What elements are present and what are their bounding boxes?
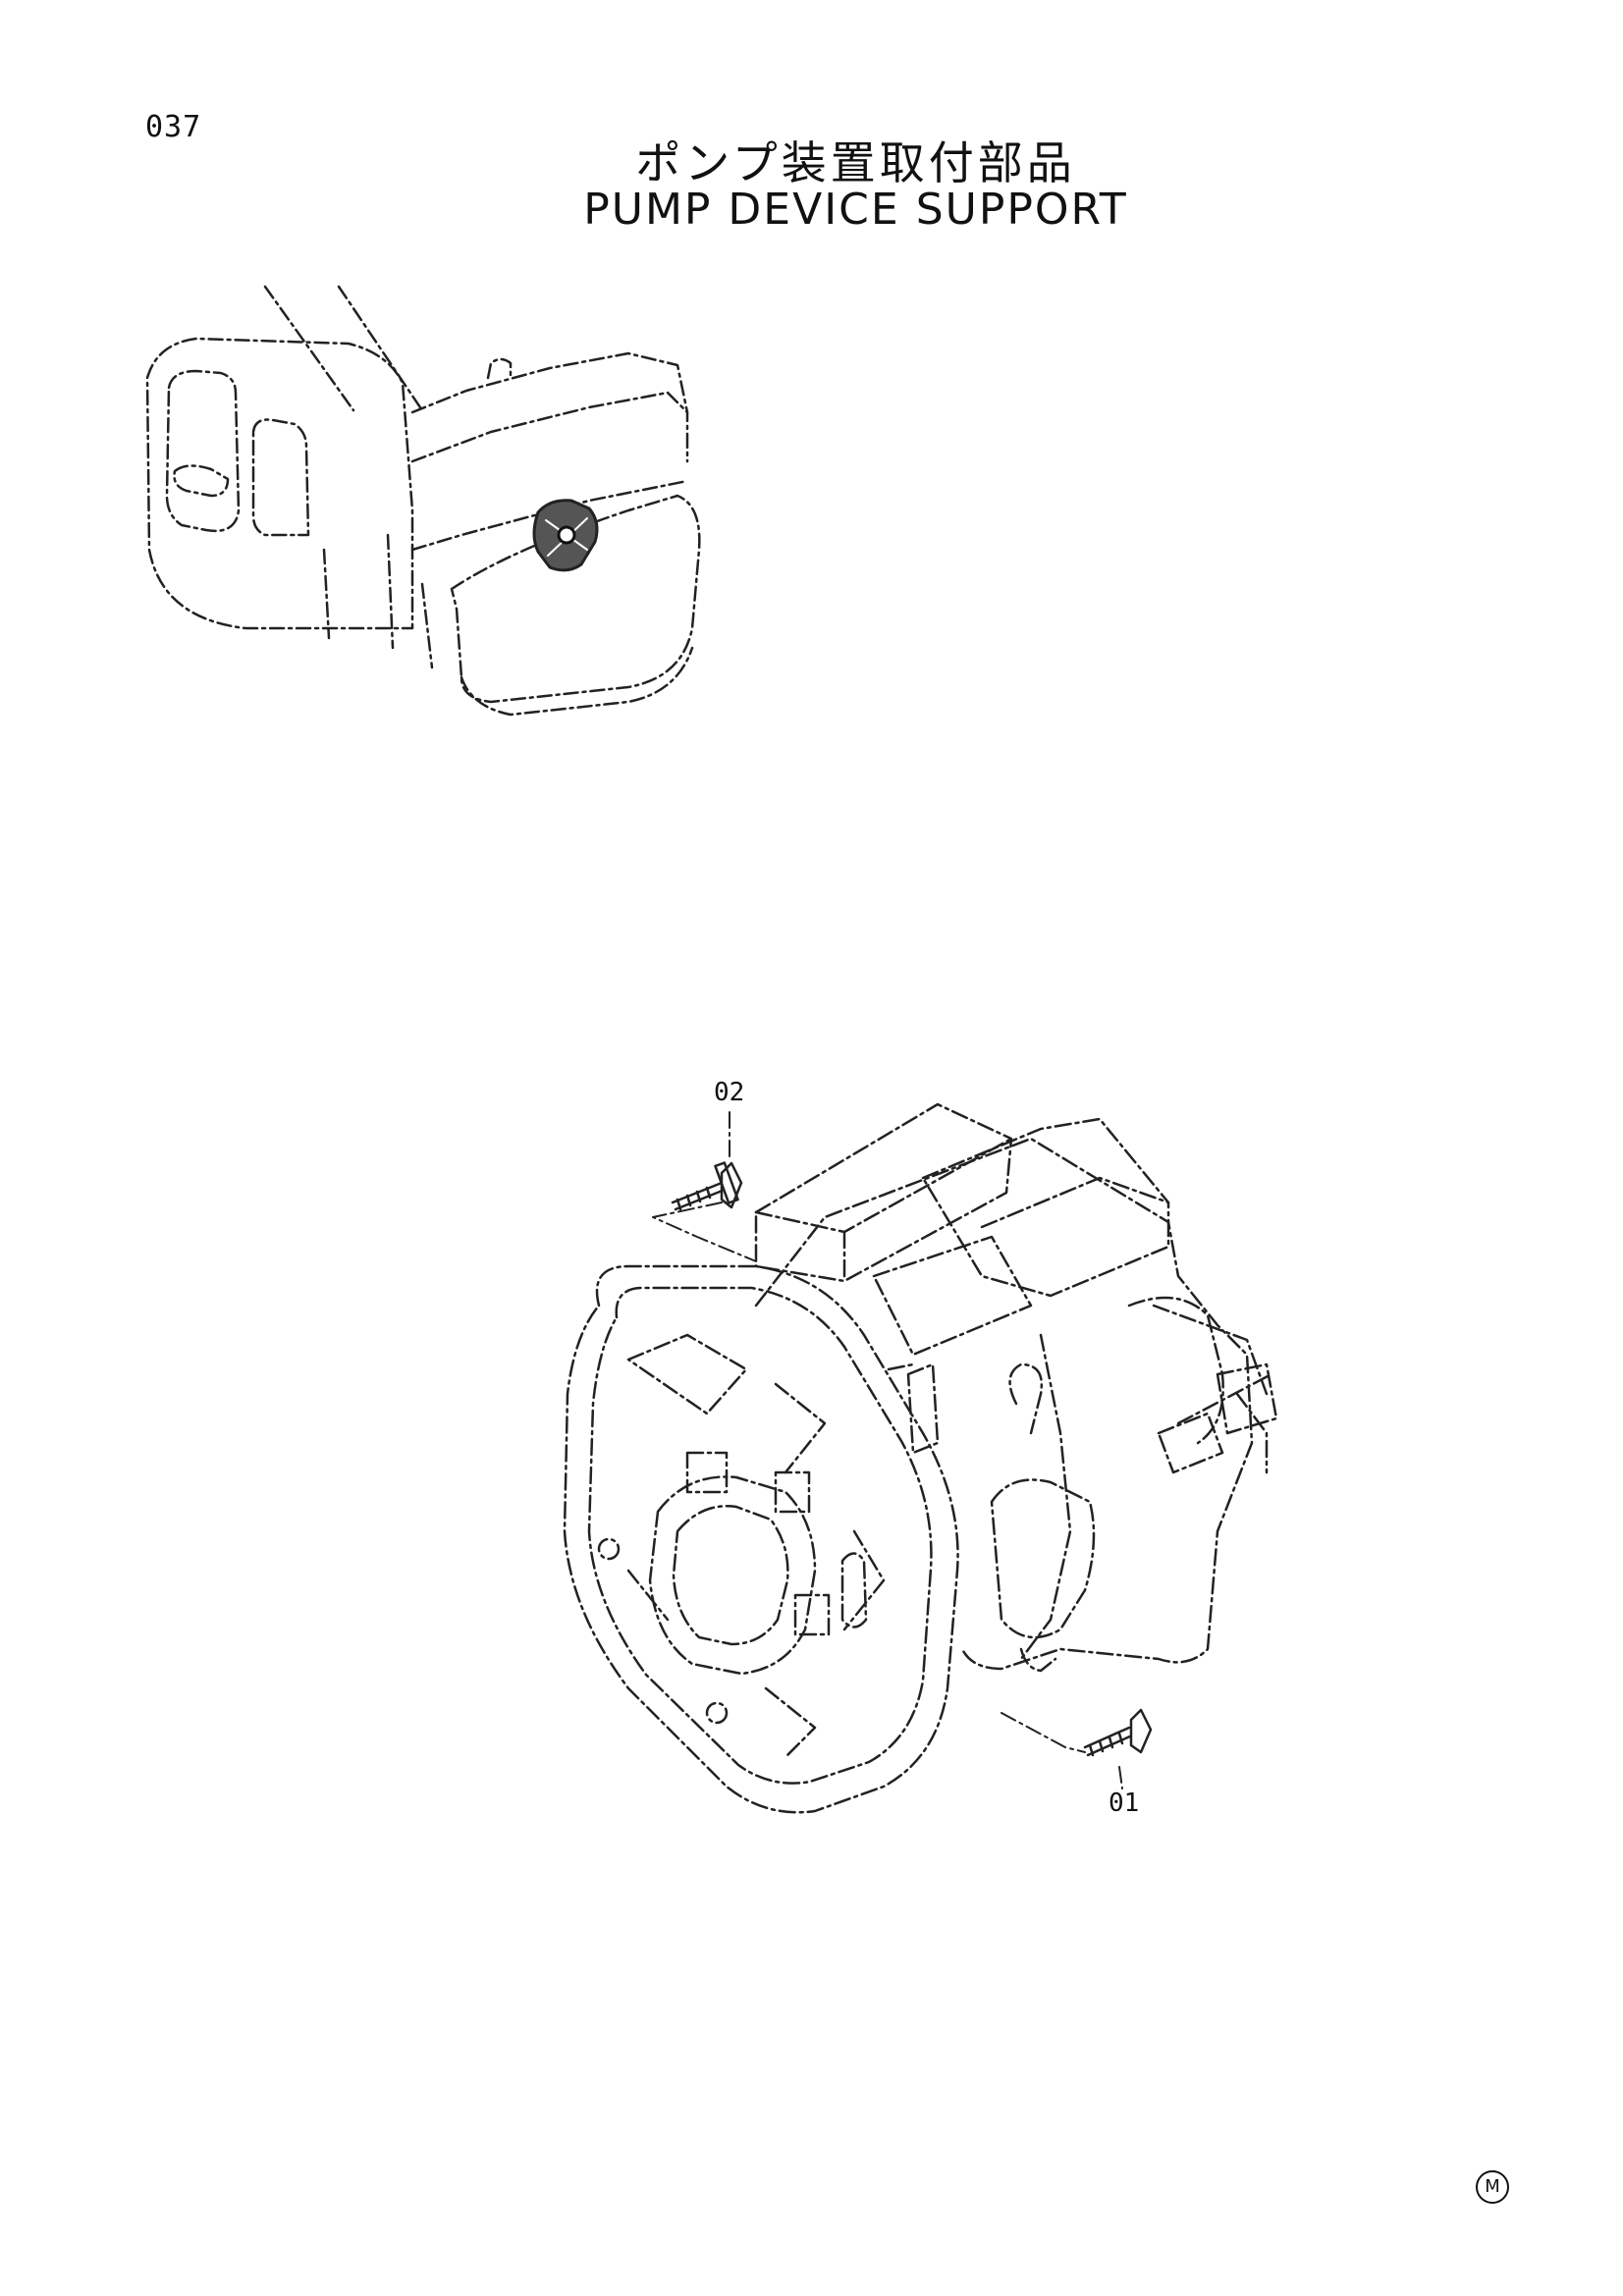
pump-device-illustration xyxy=(563,1102,1278,1814)
callout-leader-lines xyxy=(652,1111,1123,1789)
bolt-01-icon xyxy=(1083,1708,1153,1757)
bolt-02-icon xyxy=(671,1161,743,1211)
maker-mark-icon: M xyxy=(1476,2170,1509,2204)
page-title-english: PUMP DEVICE SUPPORT xyxy=(583,185,1128,235)
page-title-japanese: ポンプ装置取付部品 xyxy=(635,136,1076,189)
callout-01: 01 xyxy=(1109,1789,1140,1818)
page-number: 037 xyxy=(145,110,202,144)
pump-location-marker xyxy=(532,499,599,572)
excavator-overview-illustration xyxy=(145,285,701,717)
callout-02: 02 xyxy=(714,1078,745,1107)
